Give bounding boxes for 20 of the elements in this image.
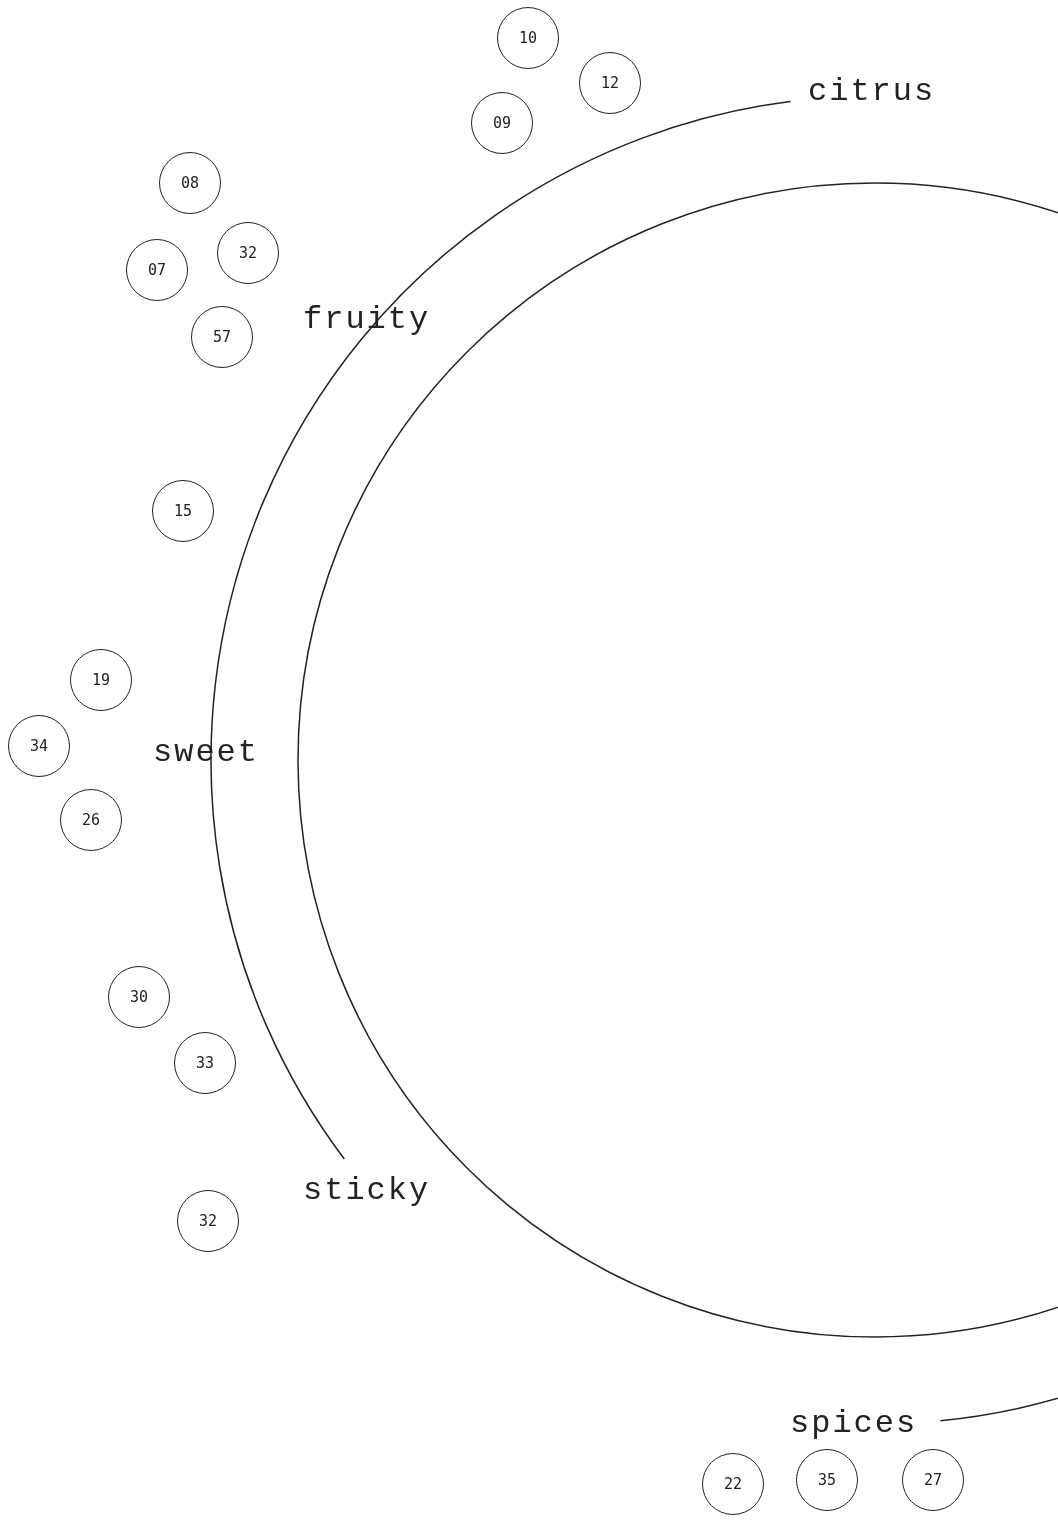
number-circle: 07 [126, 239, 188, 301]
number-circle: 26 [60, 789, 122, 851]
category-label: citrus [808, 76, 936, 108]
number-circle: 57 [191, 306, 253, 368]
number-circle: 33 [174, 1032, 236, 1094]
category-label: sticky [303, 1175, 431, 1207]
number-circle: 30 [108, 966, 170, 1028]
number-circle: 19 [70, 649, 132, 711]
number-circle: 15 [152, 480, 214, 542]
number-circle: 09 [471, 92, 533, 154]
number-circle: 32 [217, 222, 279, 284]
number-circle: 10 [497, 7, 559, 69]
number-circle: 08 [159, 152, 221, 214]
number-circle: 32 [177, 1190, 239, 1252]
category-label: spices [790, 1408, 918, 1440]
number-circle: 34 [8, 715, 70, 777]
number-circle: 27 [902, 1449, 964, 1511]
number-circle: 22 [702, 1453, 764, 1515]
number-circle: 12 [579, 52, 641, 114]
number-circle: 35 [796, 1449, 858, 1511]
